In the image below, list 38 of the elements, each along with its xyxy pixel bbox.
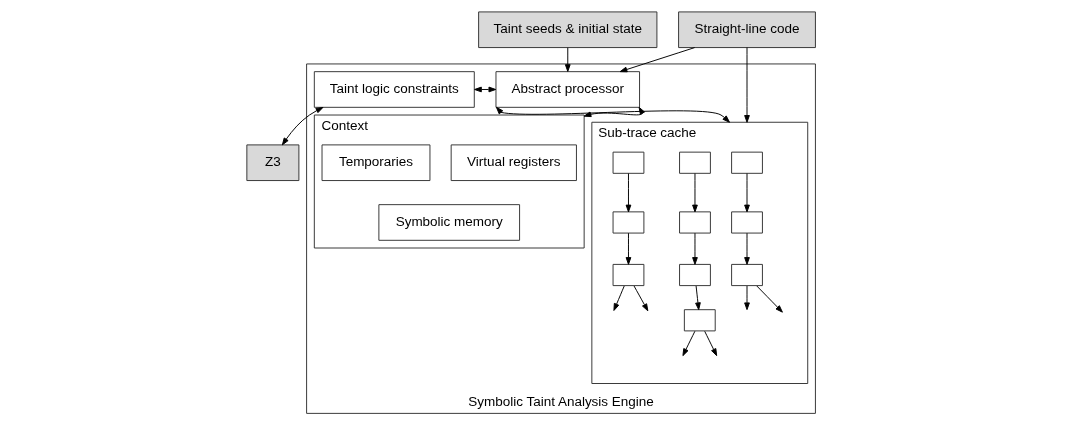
node-box: Taint logic constraints <box>313 71 475 108</box>
node-box: Virtual registers <box>450 144 577 182</box>
arrow <box>692 232 698 265</box>
arrow <box>744 47 750 123</box>
node-box <box>679 211 711 234</box>
arrow <box>625 173 632 213</box>
arrow <box>744 232 750 265</box>
arrow <box>495 106 730 123</box>
arrow <box>281 106 324 146</box>
arrow <box>613 285 625 311</box>
node-box: Taint seeds & initial state <box>478 11 658 49</box>
cluster: Sub-trace cache <box>591 121 809 384</box>
arrow <box>692 173 698 213</box>
arrow <box>695 285 701 311</box>
arrow <box>564 47 571 72</box>
node-box <box>612 263 645 287</box>
arrow <box>619 47 696 73</box>
arrow <box>633 285 649 312</box>
node-box <box>731 263 763 287</box>
arrow <box>756 285 783 313</box>
node-box: Z3 <box>246 144 300 182</box>
node-box <box>679 263 711 287</box>
node-box <box>679 151 711 174</box>
arrow <box>744 285 750 311</box>
node-box: Symbolic memory <box>378 204 521 241</box>
arrow <box>704 330 718 357</box>
node-box: Straight-line code <box>678 11 816 49</box>
node-box <box>683 309 716 332</box>
arrow <box>744 173 750 213</box>
arrow <box>625 232 632 265</box>
node-box <box>731 151 763 174</box>
node-box <box>612 211 645 234</box>
node-box: Temporaries <box>321 144 431 182</box>
node-box <box>731 211 763 234</box>
arrow <box>682 330 696 357</box>
arrow <box>583 106 645 118</box>
node-box <box>612 151 645 174</box>
node-box: Abstract processor <box>495 71 641 108</box>
